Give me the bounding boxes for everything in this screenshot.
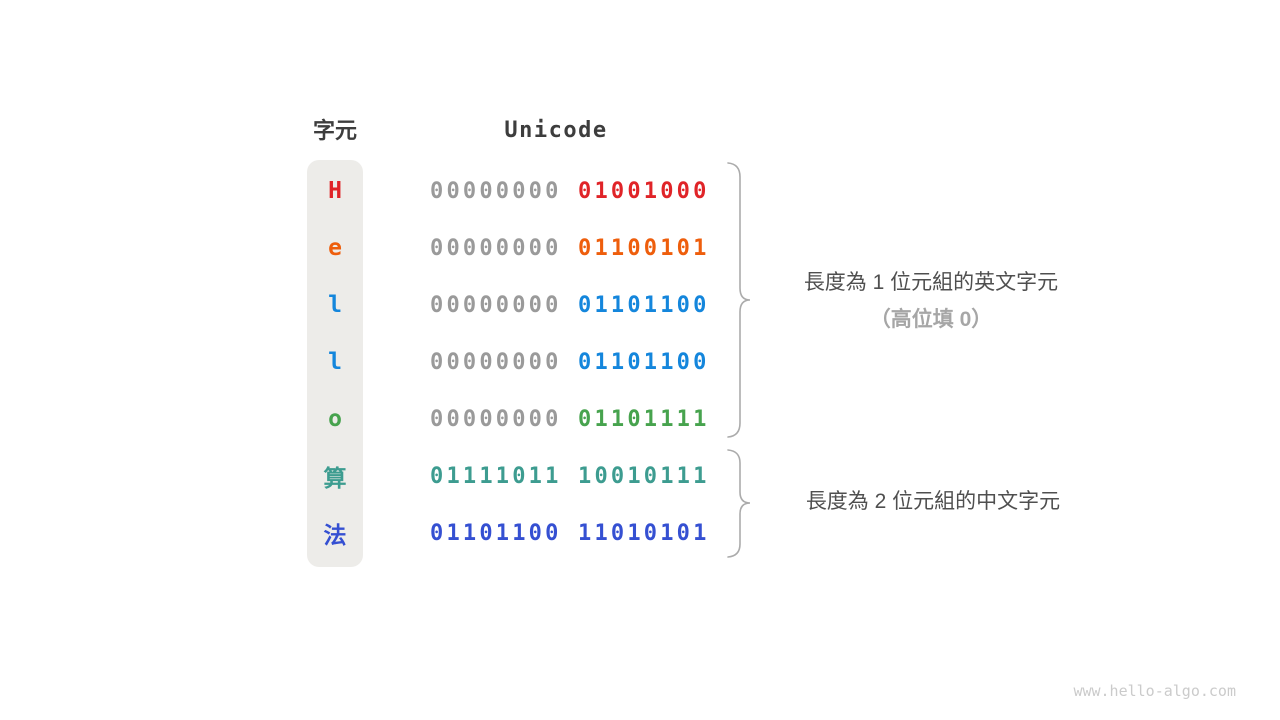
char-cell: 法 (323, 523, 347, 549)
table-row: 法 01101100 11010101 (307, 505, 787, 562)
chinese-group-label-line1: 長度為 2 位元組的中文字元 (805, 490, 1061, 513)
char-cell: l (328, 349, 342, 375)
char-cell: 算 (323, 466, 347, 492)
unicode-binary: 00000000 01001000 (430, 179, 710, 204)
byte-high: 00000000 (430, 292, 562, 318)
byte-high: 00000000 (430, 406, 562, 432)
char-cell: o (328, 406, 342, 432)
unicode-binary: 00000000 01100101 (430, 236, 710, 261)
byte-low: 10010111 (578, 463, 710, 489)
char-cell: l (328, 292, 342, 318)
character-column-background (307, 160, 363, 567)
column-header-unicode: Unicode (504, 118, 608, 143)
watermark: www.hello-algo.com (1073, 682, 1236, 700)
table-row: H 00000000 01001000 (307, 163, 787, 220)
column-header-character: 字元 (312, 118, 357, 143)
english-group-label-line1: 長度為 1 位元組的英文字元 (803, 271, 1059, 294)
byte-low: 01101100 (578, 292, 710, 318)
byte-low: 01001000 (578, 178, 710, 204)
table-row: l 00000000 01101100 (307, 277, 787, 334)
chinese-group-label: 長度為 2 位元組的中文字元 (768, 483, 1098, 520)
byte-low: 11010101 (578, 520, 710, 546)
char-cell: e (328, 235, 342, 261)
byte-high: 00000000 (430, 349, 562, 375)
table-row: o 00000000 01101111 (307, 391, 787, 448)
byte-high: 00000000 (430, 235, 562, 261)
byte-low: 01100101 (578, 235, 710, 261)
unicode-binary: 00000000 01101100 (430, 293, 710, 318)
unicode-binary: 01111011 10010111 (430, 464, 710, 489)
unicode-binary: 00000000 01101100 (430, 350, 710, 375)
unicode-binary: 00000000 01101111 (430, 407, 710, 432)
table-row: 算 01111011 10010111 (307, 448, 787, 505)
unicode-binary: 01101100 11010101 (430, 521, 710, 546)
table-row: l 00000000 01101100 (307, 334, 787, 391)
table-row: e 00000000 01100101 (307, 220, 787, 277)
byte-high: 01111011 (430, 463, 562, 489)
byte-high: 01101100 (430, 520, 562, 546)
byte-low: 01101111 (578, 406, 710, 432)
english-group-label-line2: （高位填 0） (869, 308, 993, 331)
byte-high: 00000000 (430, 178, 562, 204)
byte-low: 01101100 (578, 349, 710, 375)
char-cell: H (328, 178, 342, 204)
english-group-label: 長度為 1 位元組的英文字元 （高位填 0） (766, 264, 1096, 338)
